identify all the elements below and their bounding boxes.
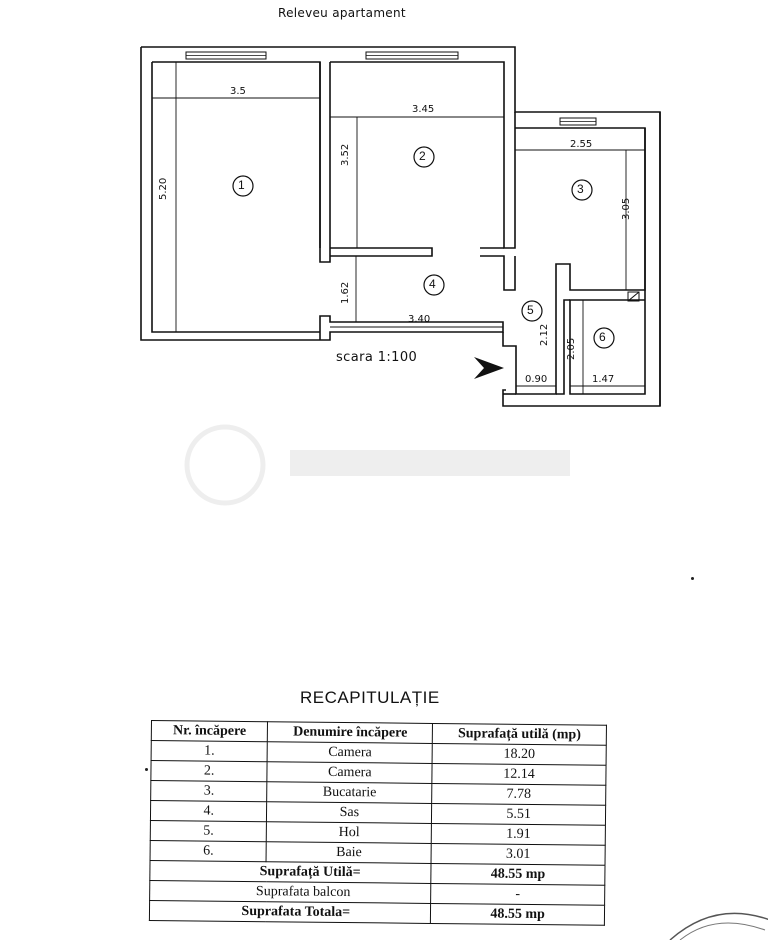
room-2-marker xyxy=(413,146,435,168)
row-nr: 1. xyxy=(151,740,268,762)
dim-room5-height: 2.12 xyxy=(539,323,550,346)
scale-label: scara 1:100 xyxy=(336,350,418,365)
row-denumire: Camera xyxy=(267,761,433,784)
dim-room4-height: 1.62 xyxy=(340,281,351,304)
speck xyxy=(145,768,148,771)
row-nr: 2. xyxy=(150,760,268,782)
room-6-marker xyxy=(593,327,615,349)
room-6-number: 6 xyxy=(599,330,606,344)
row-nr: 3. xyxy=(150,780,268,802)
recap-title: RECAPITULAȚIE xyxy=(300,688,440,707)
room-5-number: 5 xyxy=(527,303,534,317)
speck xyxy=(691,577,694,580)
entrance-arrow xyxy=(474,357,504,379)
dim-room2-width: 3.45 xyxy=(412,104,435,115)
header-nr: Nr. încăpere xyxy=(151,720,268,742)
row-suprafata: 1.91 xyxy=(431,823,606,846)
dim-room1-width: 3.5 xyxy=(230,86,246,97)
row-denumire: Bucatarie xyxy=(267,781,433,804)
watermark-logo xyxy=(184,424,570,506)
dim-room6-width: 1.47 xyxy=(592,374,615,385)
outer-wall-inner xyxy=(152,61,331,263)
row-suprafata: 12.14 xyxy=(432,763,607,786)
row-denumire: Baie xyxy=(266,841,432,864)
room-3-marker xyxy=(571,179,593,201)
header-denumire: Denumire încăpere xyxy=(267,721,433,744)
dim-room6-height: 2.05 xyxy=(566,337,577,360)
dim-room2-height: 3.52 xyxy=(340,143,351,166)
room-2-number: 2 xyxy=(419,149,426,163)
row-suprafata: 7.78 xyxy=(431,783,606,806)
row-nr: 6. xyxy=(150,840,267,862)
row-denumire: Sas xyxy=(266,801,432,824)
row-denumire: Camera xyxy=(267,741,433,764)
dim-room4-width: 3.40 xyxy=(408,314,431,325)
stamp-seal xyxy=(669,912,768,940)
room-4-number: 4 xyxy=(429,277,436,291)
row-suprafata: 5.51 xyxy=(431,803,606,826)
totala-label: Suprafata Totala= xyxy=(149,900,431,924)
dim-room3-height: 3.05 xyxy=(621,197,632,220)
row-nr: 5. xyxy=(150,820,267,842)
row-nr: 4. xyxy=(150,800,268,822)
dim-room5-width: 0.90 xyxy=(525,374,548,385)
balcon-value: - xyxy=(430,883,605,906)
recap-table: Nr. încăpere Denumire încăpere Suprafață… xyxy=(149,720,607,926)
room-5-marker xyxy=(521,300,543,322)
row-suprafata: 18.20 xyxy=(432,743,607,766)
dim-room3-width: 2.55 xyxy=(570,139,593,150)
plan-title: Releveu apartament xyxy=(278,6,406,20)
header-suprafata: Suprafață utilă (mp) xyxy=(432,723,607,746)
room-3-number: 3 xyxy=(577,182,584,196)
totala-value: 48.55 mp xyxy=(430,903,605,926)
dim-room1-height: 5.20 xyxy=(158,177,169,200)
room-1-marker xyxy=(232,175,254,197)
floor-plan-drawing xyxy=(140,46,661,407)
row-suprafata: 3.01 xyxy=(431,843,606,866)
row-denumire: Hol xyxy=(266,821,432,844)
total-row: Suprafata Totala= 48.55 mp xyxy=(149,900,605,926)
room-1-number: 1 xyxy=(238,178,245,192)
room-4-marker xyxy=(423,274,445,296)
floor-plan: Releveu apartament xyxy=(0,0,768,420)
suprafata-utila-value: 48.55 mp xyxy=(431,863,606,886)
